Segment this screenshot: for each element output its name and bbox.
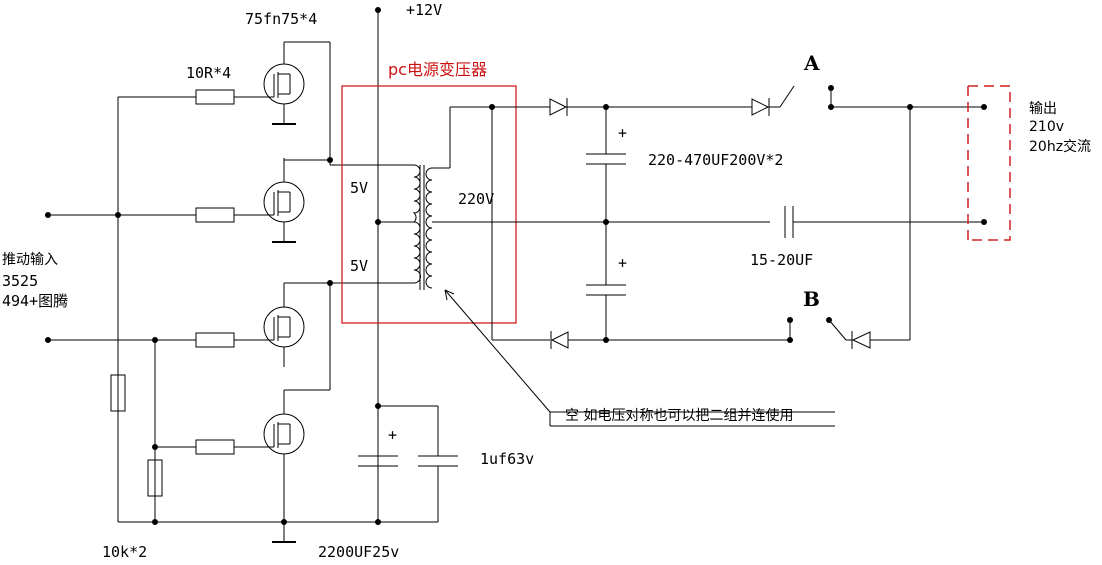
output-terminal-box: [967, 85, 1011, 241]
drain-wiring: [284, 41, 414, 391]
bias-resistor-2: [147, 459, 163, 497]
mosfet-label: 75fn75*4: [245, 10, 317, 28]
primary-lower-label: 5V: [350, 257, 368, 275]
transformer: [341, 85, 770, 324]
cap-bulk-label: 2200UF25v: [318, 543, 399, 561]
supply-label: +12V: [406, 1, 442, 19]
output-label-3: 20hz交流: [1029, 138, 1091, 155]
input-label-2: 3525: [2, 272, 38, 290]
input-label-3: 494+图腾: [2, 292, 68, 310]
primary-upper-label: 5V: [350, 179, 368, 197]
secondary-label: 220V: [458, 190, 494, 208]
mosfet-3: [256, 283, 305, 367]
plus-sign-top: +: [618, 124, 627, 142]
switch-b-label: B: [803, 287, 820, 311]
output-label-2: 210v: [1029, 119, 1064, 135]
switch-a-label: A: [803, 51, 820, 75]
supply-rail: [375, 7, 381, 522]
transformer-title: pc电源变压器: [388, 60, 487, 79]
gate-resistors: [195, 89, 256, 455]
transformer-box: [341, 85, 517, 324]
plus-sign-supply: +: [388, 426, 397, 444]
supply-caps: [358, 403, 458, 522]
note-text: 空 如电压对称也可以把二组并连使用: [565, 407, 793, 424]
rectifier: [450, 85, 987, 349]
gate-resistor-label: 10R*4: [186, 64, 231, 82]
plus-sign-bottom: +: [618, 254, 627, 272]
mosfet-1: [256, 42, 305, 125]
input-label-1: 推动输入: [2, 252, 58, 268]
bias-resistor-1: [110, 374, 126, 412]
mosfet-4: [256, 390, 305, 522]
note-pointer: [444, 289, 835, 427]
cap-small-label: 1uf63v: [480, 450, 534, 468]
cap-series-label: 15-20UF: [750, 251, 813, 269]
output-label-1: 输出: [1029, 101, 1057, 117]
caps-main-label: 220-470UF200V*2: [648, 151, 783, 169]
input-wiring: [45, 96, 438, 525]
resistor-bias-label: 10k*2: [102, 543, 147, 561]
mosfet-2: [256, 158, 305, 243]
